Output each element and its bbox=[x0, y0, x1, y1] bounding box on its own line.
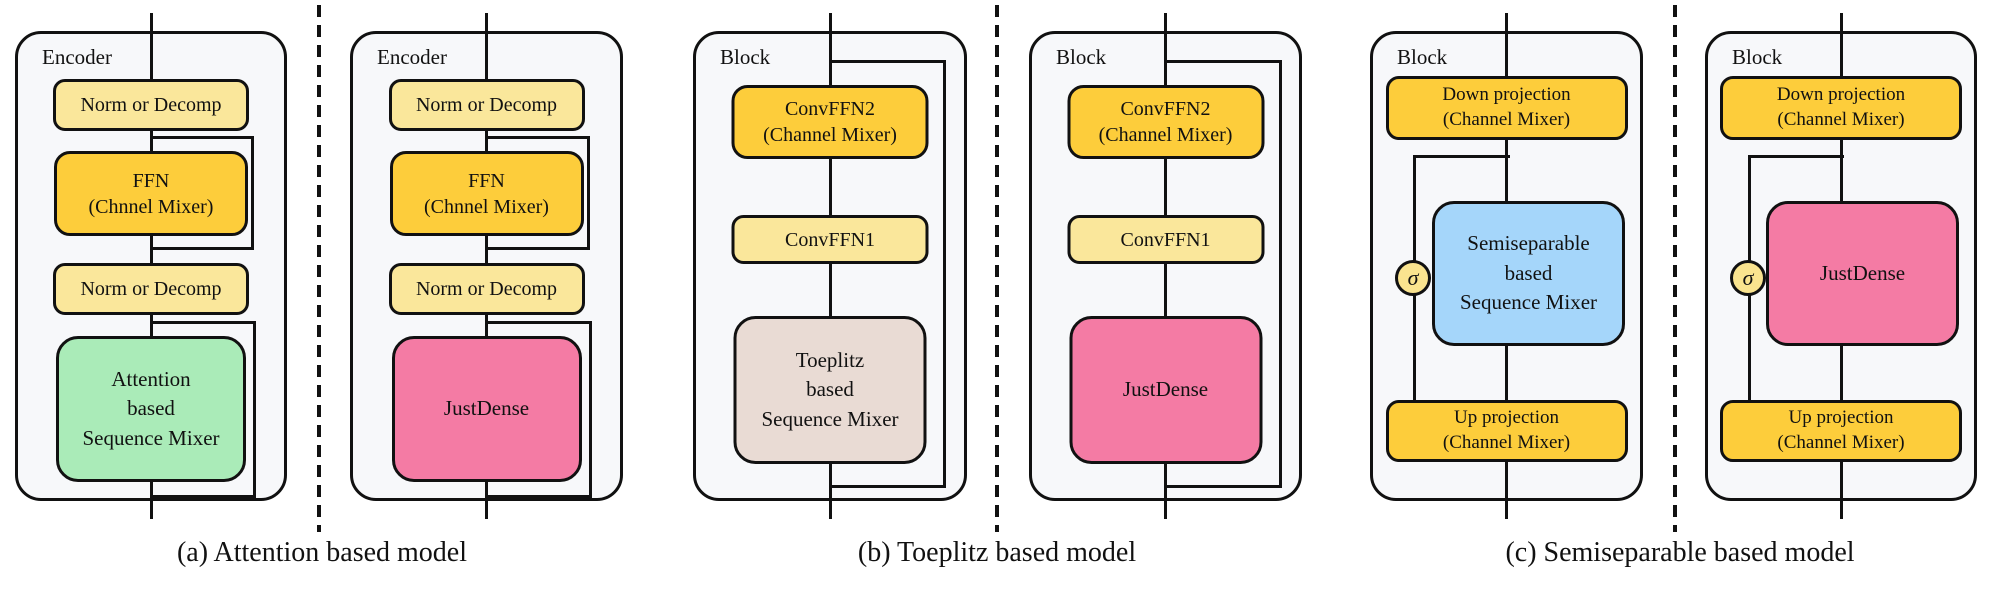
justdense-box: JustDense bbox=[1766, 201, 1959, 346]
ffn-channel-mixer-box: FFN (Chnnel Mixer) bbox=[54, 151, 248, 236]
sigma-icon: σ bbox=[1395, 260, 1431, 296]
semiseparable-sequence-mixer-box: Semiseparable based Sequence Mixer bbox=[1432, 201, 1625, 346]
panel-encoder-attention: Encoder Norm or Decomp FFN (Chnnel Mixer… bbox=[15, 13, 287, 519]
caption-attention-model: (a) Attention based model bbox=[176, 537, 468, 568]
panel-label: Block bbox=[720, 45, 771, 69]
caption-toeplitz-model: (b) Toeplitz based model bbox=[857, 537, 1137, 568]
dashed-separator bbox=[995, 5, 999, 532]
main-flow-line bbox=[1164, 13, 1167, 519]
panel-block-justdense-projection: Block Down projection (Channel Mixer) σ … bbox=[1705, 13, 1977, 519]
norm-or-decomp-box: Norm or Decomp bbox=[388, 263, 585, 315]
block-residual-skip bbox=[830, 60, 946, 488]
convffn2-channel-mixer-box: ConvFFN2 (Channel Mixer) bbox=[1067, 85, 1264, 159]
residual-skip-mixer bbox=[151, 321, 256, 498]
convffn2-channel-mixer-box: ConvFFN2 (Channel Mixer) bbox=[731, 85, 929, 159]
panel-label: Encoder bbox=[377, 45, 447, 69]
panel-encoder-justdense: Encoder Norm or Decomp FFN (Chnnel Mixer… bbox=[350, 13, 623, 519]
panel-label: Encoder bbox=[42, 45, 112, 69]
down-projection-box: Down projection (Channel Mixer) bbox=[1720, 76, 1962, 140]
down-projection-box: Down projection (Channel Mixer) bbox=[1385, 76, 1628, 140]
justdense-box: JustDense bbox=[391, 336, 582, 482]
up-projection-box: Up projection (Channel Mixer) bbox=[1720, 400, 1962, 462]
residual-skip-mixer bbox=[486, 321, 592, 498]
sigma-icon: σ bbox=[1730, 260, 1766, 296]
dashed-separator bbox=[1673, 5, 1677, 532]
toeplitz-sequence-mixer-box: Toeplitz based Sequence Mixer bbox=[733, 316, 927, 464]
block-residual-skip bbox=[1165, 60, 1282, 488]
ffn-channel-mixer-box: FFN (Chnnel Mixer) bbox=[389, 151, 584, 236]
panel-label: Block bbox=[1056, 45, 1107, 69]
norm-or-decomp-box: Norm or Decomp bbox=[388, 79, 585, 131]
residual-skip-ffn bbox=[486, 136, 590, 250]
panel-block-semiseparable: Block Down projection (Channel Mixer) σ … bbox=[1370, 13, 1643, 519]
panel-label: Block bbox=[1397, 45, 1448, 69]
residual-skip-ffn bbox=[151, 136, 254, 250]
panel-block-toeplitz: Block ConvFFN2 (Channel Mixer) ConvFFN1 … bbox=[693, 13, 967, 519]
dashed-separator bbox=[317, 5, 321, 532]
convffn1-box: ConvFFN1 bbox=[731, 215, 929, 264]
panel-label: Block bbox=[1732, 45, 1783, 69]
caption-semiseparable-model: (c) Semiseparable based model bbox=[1505, 537, 1855, 568]
panel-block-justdense: Block ConvFFN2 (Channel Mixer) ConvFFN1 … bbox=[1029, 13, 1302, 519]
up-projection-box: Up projection (Channel Mixer) bbox=[1385, 400, 1628, 462]
attention-sequence-mixer-box: Attention based Sequence Mixer bbox=[56, 336, 246, 482]
main-flow-line bbox=[828, 13, 832, 519]
convffn1-box: ConvFFN1 bbox=[1067, 215, 1264, 264]
norm-or-decomp-box: Norm or Decomp bbox=[53, 79, 249, 131]
norm-or-decomp-box: Norm or Decomp bbox=[53, 263, 249, 315]
justdense-box: JustDense bbox=[1069, 316, 1262, 464]
